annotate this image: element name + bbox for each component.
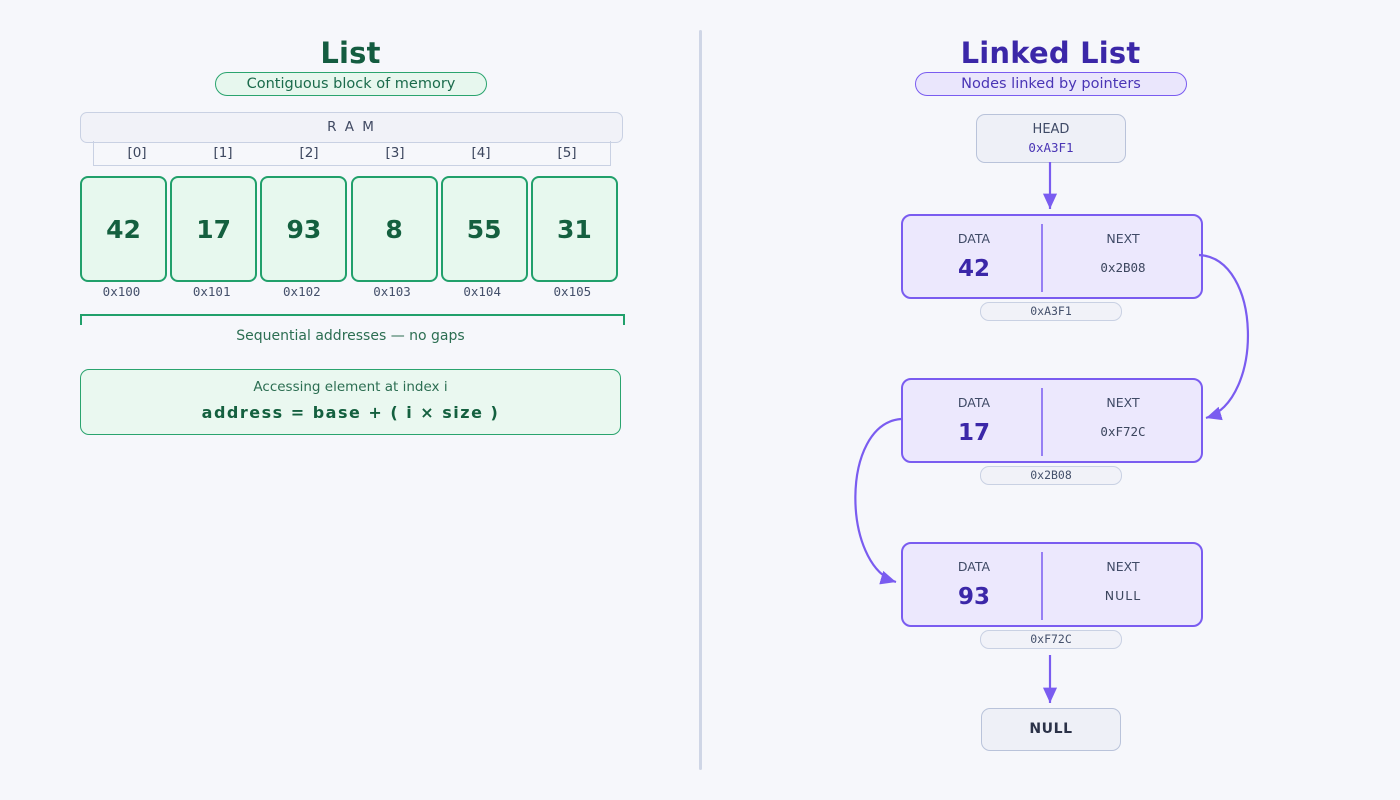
array-cell[interactable]: 93: [260, 176, 348, 282]
linked-list-node[interactable]: DATA NEXT 93 NULL: [901, 542, 1203, 627]
array-cell[interactable]: 17: [170, 176, 258, 282]
head-pointer-box[interactable]: HEAD 0xA3F1: [976, 114, 1126, 163]
node-address-chip: 0xA3F1: [980, 302, 1122, 321]
node-data-value: 42: [957, 256, 990, 282]
array-index-0: [0]: [127, 145, 147, 161]
array-address: 0x103: [373, 284, 411, 299]
arrow-node2-to-node3: [854, 417, 902, 585]
list-panel-title: List: [320, 36, 381, 70]
array-cell[interactable]: 8: [350, 176, 438, 282]
linked-list-node[interactable]: DATA NEXT 17 0xF72C: [901, 378, 1203, 463]
array-address: 0x101: [192, 284, 231, 299]
node-divider: [1041, 552, 1043, 620]
node-next-pointer: 0xF72C: [1100, 424, 1146, 439]
array-address: 0x105: [553, 284, 592, 299]
address-formula-equation: address = base + ( i × size ): [201, 403, 500, 422]
head-pointer-label: HEAD: [1032, 122, 1070, 137]
head-pointer-address: 0xA3F1: [1028, 140, 1074, 155]
ram-bar-label: R A M: [80, 112, 623, 143]
node-next-header: NEXT: [1106, 559, 1140, 574]
node-divider: [1041, 224, 1043, 292]
node-divider: [1041, 388, 1043, 456]
list-panel-subtitle: Contiguous block of memory: [215, 72, 487, 96]
node-data-value: 17: [957, 420, 990, 446]
array-address: 0x100: [102, 284, 141, 299]
array-cell[interactable]: 42: [80, 176, 167, 282]
node-data-header: DATA: [957, 559, 991, 574]
arrow-node1-to-node2: [1198, 253, 1250, 421]
null-terminator-box: NULL: [981, 708, 1121, 751]
node-address-chip: 0x2B08: [980, 466, 1122, 485]
node-address-chip: 0xF72C: [980, 630, 1122, 649]
array-cell[interactable]: 55: [440, 176, 528, 282]
contiguity-bracket: [80, 314, 625, 325]
array-index-row: [0] [1] [2] [3] [4] [5]: [93, 141, 611, 166]
array-cells: 42 17 93 8 55 31: [80, 176, 621, 282]
node-data-value: 93: [957, 584, 990, 610]
node-next-header: NEXT: [1106, 395, 1140, 410]
node-next-pointer: 0x2B08: [1100, 260, 1146, 275]
address-formula-box: Accessing element at index i address = b…: [80, 369, 621, 435]
linked-list-node[interactable]: DATA NEXT 42 0x2B08: [901, 214, 1203, 299]
node-next-header: NEXT: [1106, 231, 1140, 246]
linked-list-panel-title: Linked List: [960, 36, 1141, 70]
array-address-row: 0x100 0x101 0x102 0x103 0x104 0x105: [80, 284, 621, 304]
array-index-4: [4]: [471, 145, 491, 161]
linked-list-panel-subtitle: Nodes linked by pointers: [915, 72, 1187, 96]
node-next-pointer: NULL: [1104, 588, 1142, 603]
array-index-1: [1]: [213, 145, 233, 161]
panel-divider: [699, 30, 702, 770]
array-index-5: [5]: [557, 145, 577, 161]
contiguity-bracket-label: Sequential addresses — no gaps: [236, 328, 465, 344]
array-cell[interactable]: 31: [530, 176, 618, 282]
array-index-2: [2]: [299, 145, 319, 161]
array-address: 0x102: [283, 284, 321, 299]
node-data-header: DATA: [957, 231, 991, 246]
node-data-header: DATA: [957, 395, 991, 410]
array-index-3: [3]: [385, 145, 405, 161]
array-address: 0x104: [463, 284, 501, 299]
address-formula-caption: Accessing element at index i: [253, 379, 448, 395]
